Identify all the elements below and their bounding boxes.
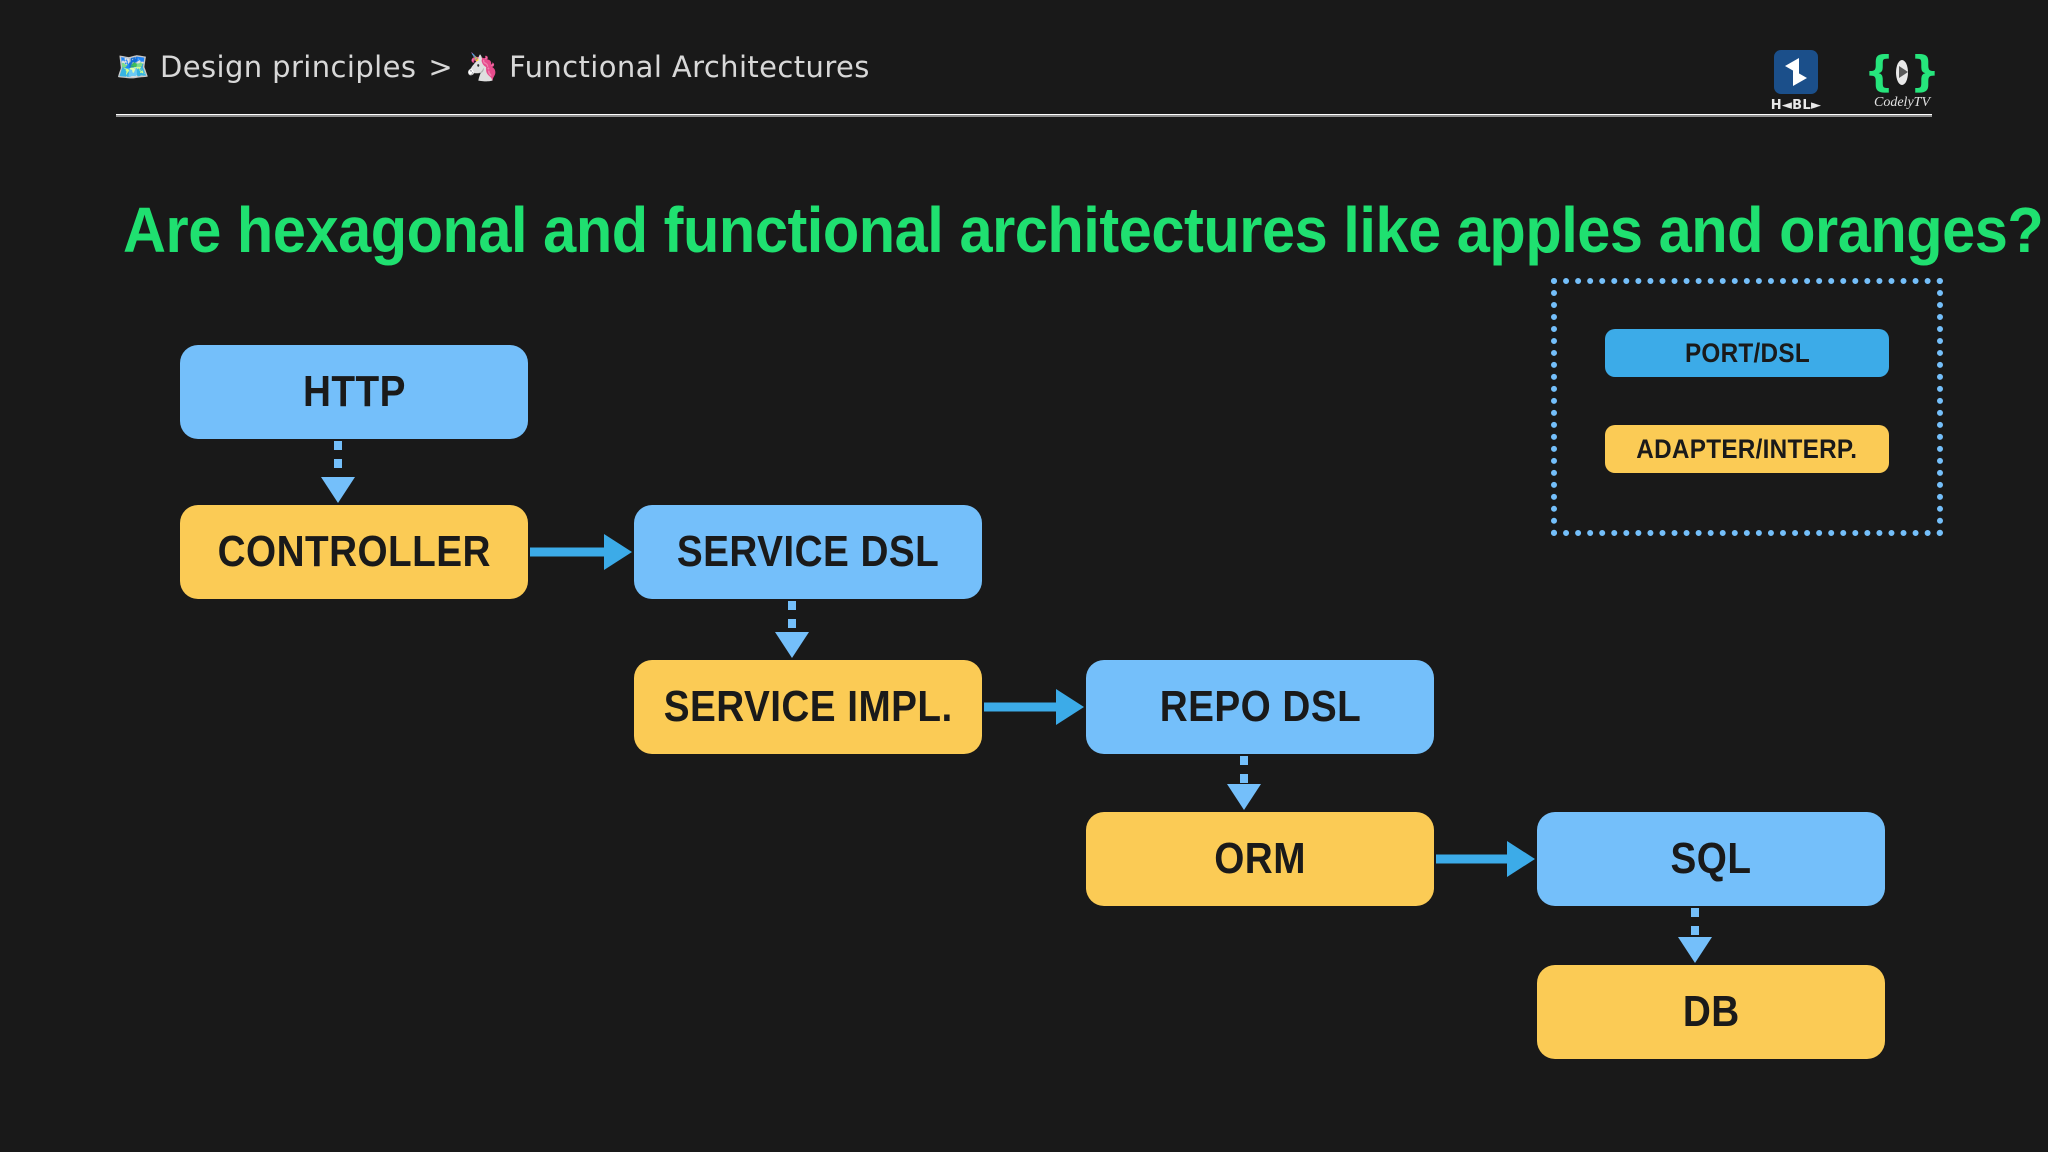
node-db: DB — [1537, 965, 1885, 1059]
legend-item-label: ADAPTER/INTERP. — [1636, 433, 1858, 464]
arrowhead-icon — [1507, 841, 1535, 877]
breadcrumb: 🗺️ Design principles > 🦄 Functional Arch… — [116, 50, 870, 84]
arrowhead-icon — [1678, 937, 1712, 963]
codelytv-mark-icon: { } — [1864, 50, 1940, 94]
header-divider — [116, 114, 1932, 117]
unicorn-icon: 🦄 — [465, 51, 500, 83]
node-label: REPO DSL — [1159, 682, 1361, 731]
legend-item-port-dsl: PORT/DSL — [1605, 329, 1889, 377]
node-label: ORM — [1214, 834, 1306, 883]
arrowhead-icon — [775, 632, 809, 658]
node-label: SERVICE DSL — [676, 527, 940, 576]
arrowhead-icon — [321, 477, 355, 503]
edge-line — [984, 702, 1060, 712]
edge-sql-to-db — [1675, 908, 1715, 963]
edge-line — [1691, 908, 1699, 941]
legend-item-label: PORT/DSL — [1684, 337, 1810, 368]
edge-repodsl-to-orm — [1224, 756, 1264, 810]
edge-line — [1240, 756, 1248, 788]
edge-line — [530, 547, 608, 557]
node-label: DB — [1682, 987, 1740, 1036]
edge-line — [1436, 854, 1511, 864]
node-label: CONTROLLER — [217, 527, 491, 576]
logo-group: H◄BL► { } CodelyTV — [1760, 50, 1940, 113]
node-orm: ORM — [1086, 812, 1434, 906]
edge-line — [334, 441, 342, 481]
brace-close-icon: } — [1910, 47, 1940, 96]
breadcrumb-section[interactable]: Design principles — [160, 50, 417, 84]
node-service-dsl: SERVICE DSL — [634, 505, 982, 599]
habla-logo-caption: H◄BL► — [1770, 98, 1822, 113]
node-label: HTTP — [302, 367, 406, 416]
edge-impl-to-repodsl — [984, 687, 1084, 727]
play-icon — [1896, 59, 1908, 85]
node-sql: SQL — [1537, 812, 1885, 906]
node-repo-dsl: REPO DSL — [1086, 660, 1434, 754]
node-service-impl: SERVICE IMPL. — [634, 660, 982, 754]
page-title: Are hexagonal and functional architectur… — [123, 193, 2044, 266]
breadcrumb-topic[interactable]: Functional Architectures — [509, 50, 870, 84]
habla-logo[interactable]: H◄BL► — [1760, 50, 1832, 113]
brace-open-icon: { — [1864, 47, 1894, 96]
slide-header: 🗺️ Design principles > 🦄 Functional Arch… — [0, 0, 2048, 124]
arrowhead-icon — [1056, 689, 1084, 725]
codelytv-logo[interactable]: { } CodelyTV — [1864, 50, 1940, 111]
node-label: SERVICE IMPL. — [663, 682, 953, 731]
legend-item-adapter-interp: ADAPTER/INTERP. — [1605, 425, 1889, 473]
edge-controller-to-servicedsl — [530, 532, 632, 572]
legend-box: PORT/DSL ADAPTER/INTERP. — [1551, 278, 1943, 536]
edge-line — [788, 601, 796, 636]
node-label: SQL — [1670, 834, 1752, 883]
node-http: HTTP — [180, 345, 528, 439]
habla-mark-icon — [1774, 50, 1818, 94]
edge-orm-to-sql — [1436, 839, 1535, 879]
codelytv-logo-caption: CodelyTV — [1874, 95, 1930, 110]
arrowhead-icon — [1227, 784, 1261, 810]
world-map-icon: 🗺️ — [116, 51, 151, 83]
node-controller: CONTROLLER — [180, 505, 528, 599]
breadcrumb-separator-icon: > — [428, 50, 454, 84]
edge-servicedsl-to-impl — [772, 601, 812, 658]
arrowhead-icon — [604, 534, 632, 570]
edge-http-to-controller — [318, 441, 358, 503]
